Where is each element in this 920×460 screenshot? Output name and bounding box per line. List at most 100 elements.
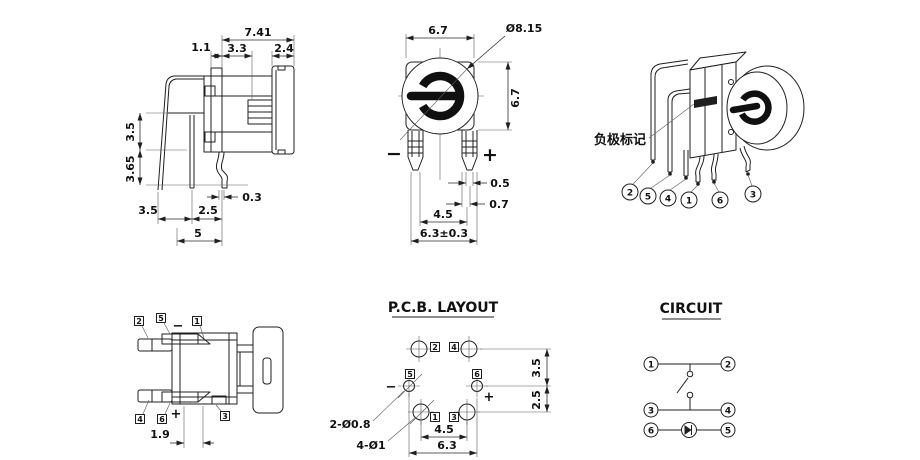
dim-dia-8-15: Ø8.15 <box>506 22 543 35</box>
dim-4-5: 4.5 <box>433 208 453 221</box>
circuit-diagram: CIRCUIT 1 2 3 4 6 <box>643 301 736 438</box>
pin-callout-2: 2 <box>621 183 639 201</box>
led-leg-right <box>461 130 478 171</box>
pad-label-6: 6 <box>472 369 482 379</box>
pin-number: 4 <box>137 415 143 424</box>
pad-2 <box>406 336 432 362</box>
pin-number: 2 <box>627 189 633 199</box>
top-view-outline <box>398 48 484 180</box>
pin-number: 2 <box>136 317 142 326</box>
led-symbol <box>681 422 697 438</box>
pin-number: 3 <box>750 191 756 201</box>
dim-3-5: 3.5 <box>530 358 543 378</box>
switch-contact-symbol <box>676 364 694 410</box>
dim-7-41: 7.41 <box>244 26 271 39</box>
power-symbol-icon <box>406 71 465 121</box>
pad-label-5: 5 <box>405 369 415 379</box>
terminal-5: 5 <box>720 422 736 438</box>
dim-1-9: 1.9 <box>150 428 170 441</box>
circuit-terminals: 1 2 3 4 6 5 <box>643 356 736 438</box>
negative-mark-label: 负极标记 <box>594 132 646 148</box>
bottom-view-callouts: 2 5 1 4 6 3 − + 1.9 <box>134 313 230 448</box>
pin-number: 6 <box>474 370 480 379</box>
power-symbol-icon-perspective <box>729 90 772 125</box>
dim-6-7-height: 6.7 <box>509 88 522 108</box>
pad-label-3: 3 <box>449 412 459 422</box>
pin-number: 6 <box>159 415 165 424</box>
pin-callout-4: 4 <box>659 189 677 207</box>
pad-4 <box>456 336 482 362</box>
pin-label-2: 2 <box>134 316 144 326</box>
circuit-wiring <box>658 363 721 438</box>
pad-1 <box>408 399 434 425</box>
dim-0-3: 0.3 <box>242 191 262 204</box>
bottom-view-outline <box>137 326 284 414</box>
dim-3-5-left: 3.5 <box>124 122 137 142</box>
led-leg-left <box>407 130 424 171</box>
dim-5: 5 <box>194 227 202 240</box>
terminal-1: 1 <box>643 356 659 372</box>
terminal-6: 6 <box>643 422 659 438</box>
dim-4-5: 4.5 <box>434 423 454 436</box>
pin-number: 5 <box>158 314 164 323</box>
pin-number: 1 <box>686 197 692 207</box>
pin-number: 5 <box>725 427 731 437</box>
perspective-callouts: 负极标记 2 5 4 1 6 3 <box>594 103 762 209</box>
terminal-3: 3 <box>643 402 659 418</box>
pin-number: 1 <box>194 317 200 326</box>
dim-3-65: 3.65 <box>124 155 137 182</box>
perspective-body <box>650 51 805 186</box>
pin-number: 3 <box>451 413 457 422</box>
dim-6-3-tol: 6.3±0.3 <box>420 227 468 240</box>
pin-callout-6: 6 <box>711 191 729 209</box>
note-switch-holes: 4-Ø1 <box>356 439 385 452</box>
side-view: 7.41 1.1 3.3 2.4 3.5 3.65 0.3 3.5 2.5 5 <box>124 26 295 246</box>
terminal-4: 4 <box>720 402 736 418</box>
pin-label-3: 3 <box>220 411 230 421</box>
pad-label-4: 4 <box>449 342 459 352</box>
plus-polarity-mark: + <box>484 390 495 405</box>
minus-polarity-mark: − <box>386 143 402 165</box>
top-view-dimensions: 6.7 Ø8.15 6.7 − + 0.5 0.7 4.5 6.3±0.3 <box>386 22 542 245</box>
pin-number: 1 <box>432 413 438 422</box>
pin-number: 1 <box>648 361 654 371</box>
pin-number: 5 <box>645 193 651 203</box>
plus-polarity-mark: + <box>171 407 182 422</box>
pin-number: 3 <box>222 412 228 421</box>
dim-3-5-bottom: 3.5 <box>138 204 158 217</box>
pin-number: 6 <box>648 427 654 437</box>
top-view: 6.7 Ø8.15 6.7 − + 0.5 0.7 4.5 6.3±0.3 <box>386 22 542 245</box>
pcb-layout-title: P.C.B. LAYOUT <box>388 300 499 316</box>
pin-label-5: 5 <box>156 313 166 323</box>
pad-label-1: 1 <box>430 412 440 422</box>
pin-callout-1: 1 <box>680 191 698 209</box>
bottom-view: 2 5 1 4 6 3 − + 1.9 <box>134 313 284 448</box>
side-view-outline <box>157 65 295 191</box>
dim-6-7-width: 6.7 <box>428 24 448 37</box>
dim-0-7: 0.7 <box>489 198 509 211</box>
pin-callout-3: 3 <box>744 185 762 203</box>
pin-number: 3 <box>648 407 654 417</box>
dim-1-1: 1.1 <box>191 41 211 54</box>
pin-label-6: 6 <box>157 414 167 424</box>
dim-2-4: 2.4 <box>274 42 294 55</box>
pcb-dimensions: 2-Ø0.8 4-Ø1 3.5 2.5 4.5 6.3 <box>329 348 551 457</box>
pin-number: 4 <box>665 195 671 205</box>
dim-2-5: 2.5 <box>198 204 218 217</box>
minus-polarity-mark: − <box>386 380 397 395</box>
perspective-view: 负极标记 2 5 4 1 6 3 <box>594 51 805 209</box>
pcb-layout: P.C.B. LAYOUT 2 4 5 6 1 3 − + <box>329 300 551 457</box>
pin-number: 6 <box>717 197 723 207</box>
dim-6-3: 6.3 <box>437 439 457 452</box>
dim-3-3: 3.3 <box>227 42 247 55</box>
pin-label-4: 4 <box>135 414 145 424</box>
dim-2-5: 2.5 <box>530 390 543 410</box>
terminal-2: 2 <box>720 356 736 372</box>
dim-0-5: 0.5 <box>490 177 510 190</box>
note-led-holes: 2-Ø0.8 <box>329 418 370 431</box>
pin-number: 4 <box>725 407 731 417</box>
pin-number: 2 <box>432 343 438 352</box>
plus-polarity-mark: + <box>482 144 498 166</box>
